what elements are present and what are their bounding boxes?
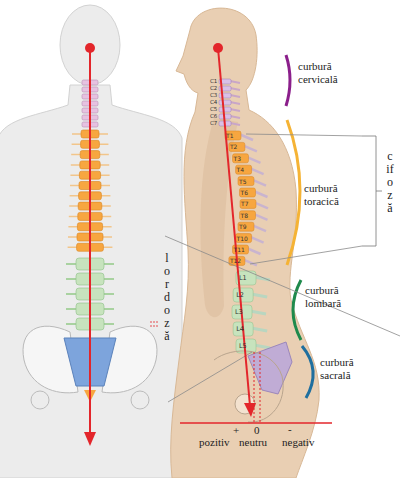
- vertebra-label: T1: [226, 132, 233, 139]
- cervical-process: [230, 88, 240, 90]
- plumb-arrow: [244, 403, 256, 417]
- plumb-arrow: [84, 432, 96, 446]
- axis-label: neutru: [239, 436, 267, 448]
- lumbar-process: [254, 345, 270, 348]
- leader-line: [165, 236, 400, 336]
- vertebra-label: C6: [210, 113, 217, 119]
- hip-joint: [31, 391, 49, 409]
- leader-line: [246, 134, 362, 136]
- thoracic-vertebra: [225, 131, 241, 140]
- plumb-point: [85, 43, 95, 53]
- axis-label: negativ: [282, 436, 314, 448]
- curve-label: curbură sacrală: [320, 356, 382, 382]
- hip-joint: [131, 391, 149, 409]
- lordosis-mark: [150, 322, 158, 326]
- lumbar-vertebra: [233, 288, 253, 302]
- cervical-vertebra: [219, 107, 231, 112]
- cervical-vertebra: [219, 100, 231, 105]
- vertebra-label: L5: [239, 342, 247, 350]
- thoracic-vertebra: [236, 165, 252, 174]
- plumb-point: [213, 43, 223, 53]
- axis-sign: -: [288, 423, 292, 435]
- vertebra-label: C2: [210, 85, 217, 91]
- vertebra-label: T10: [237, 235, 248, 242]
- vertebra-label: T9: [239, 223, 246, 230]
- cervical-arc: [286, 55, 290, 106]
- thoracic-vertebra: [229, 142, 245, 151]
- lumbar-process: [250, 311, 266, 314]
- dashed-reference: [260, 352, 261, 422]
- cervical-process: [230, 116, 240, 118]
- thoracic-vertebra: [240, 199, 256, 208]
- vertebra-label: C4: [210, 99, 217, 105]
- thoracic-vertebra: [239, 188, 255, 197]
- sacral-arc: [302, 346, 313, 398]
- vertebra-label: L3: [235, 308, 243, 316]
- cervical-process: [230, 81, 240, 83]
- dashed-reference: [254, 352, 255, 422]
- vertebra-label: C7: [210, 120, 217, 126]
- axis-sign: +: [233, 424, 239, 436]
- vertebra-label: L1: [239, 274, 247, 282]
- lumbar-process: [251, 294, 267, 297]
- vertebra-label: L2: [236, 291, 244, 299]
- vertebra-label: T2: [230, 143, 237, 150]
- vertebra-label: T5: [239, 178, 246, 185]
- vertebra-label: T12: [230, 257, 241, 264]
- curve-label: curbură cervicală: [298, 60, 360, 86]
- vertebra-label: T8: [240, 212, 247, 219]
- vertebra-label: T11: [234, 246, 245, 253]
- vertebra-label: C5: [210, 106, 217, 112]
- thoracic-arc: [287, 120, 300, 265]
- vertebra-label: T7: [241, 200, 248, 207]
- vertebra-label: T6: [240, 189, 247, 196]
- vertebra-label: T3: [234, 155, 241, 162]
- cervical-process: [230, 123, 240, 125]
- vertebra-label: C3: [210, 92, 217, 98]
- reference-axis: [180, 422, 332, 424]
- cervical-process: [230, 95, 240, 97]
- axis-sign: 0: [254, 424, 260, 436]
- side-body: [171, 8, 319, 478]
- lumbar-arc: [293, 280, 301, 340]
- thoracic-vertebra: [233, 154, 249, 163]
- plumb-line: [218, 48, 250, 406]
- thoracic-vertebra: [238, 222, 254, 231]
- thoracic-vertebra: [229, 256, 245, 265]
- leader-line: [168, 352, 252, 402]
- leader-line: [250, 246, 362, 264]
- curve-label: curbură toracică: [304, 182, 366, 208]
- sacrum: [248, 342, 292, 394]
- curvature-name: cifoză: [386, 150, 394, 215]
- vertebra-label: C1: [210, 78, 217, 84]
- vertebra-label: L4: [236, 325, 244, 333]
- cervical-vertebra: [219, 93, 231, 98]
- curve-label: curbură lombară: [305, 284, 367, 310]
- curvature-name: lordoză: [163, 252, 171, 343]
- thoracic-vertebra: [238, 177, 254, 186]
- thoracic-vertebra: [233, 245, 249, 254]
- cervical-process: [230, 102, 240, 104]
- vertebra-label: T4: [237, 166, 244, 173]
- plumb-line: [89, 48, 91, 436]
- axis-label: pozitiv: [199, 436, 230, 448]
- cervical-process: [230, 109, 240, 111]
- kyphosis-bracket: [362, 136, 382, 246]
- lumbar-process: [251, 328, 267, 331]
- thoracic-vertebra: [236, 234, 252, 243]
- thoracic-vertebra: [239, 211, 255, 220]
